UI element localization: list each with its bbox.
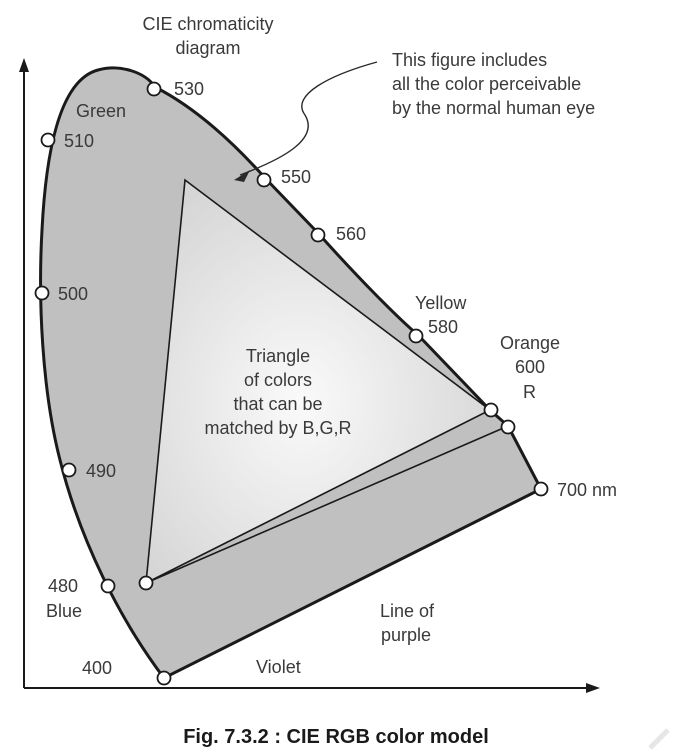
label-violet: Violet: [256, 657, 301, 677]
label-510: 510: [64, 131, 94, 151]
marker-500: [34, 285, 50, 301]
marker-r: [500, 419, 516, 435]
figure-caption: Fig. 7.3.2 : CIE RGB color model: [183, 726, 489, 748]
marker-480: [100, 578, 116, 594]
rgb-triangle: [145, 178, 492, 585]
marker-400: [156, 670, 172, 686]
note-line2: all the color perceivable: [392, 74, 581, 94]
r-to-b-edge: [145, 425, 509, 584]
marker-blue-vertex: [138, 575, 154, 591]
watermark-mark: [648, 728, 670, 750]
label-530: 530: [174, 79, 204, 99]
note-line3: by the normal human eye: [392, 98, 595, 118]
marker-580: [408, 328, 424, 344]
label-line-of-purple-1: Line of: [380, 601, 435, 621]
marker-550: [256, 172, 272, 188]
marker-700: [533, 481, 549, 497]
triangle-text-line2: of colors: [244, 370, 312, 390]
triangle-text-line3: that can be: [233, 394, 322, 414]
wavelength-markers: [34, 81, 549, 686]
triangle-text-line4: matched by B,G,R: [204, 418, 351, 438]
label-580: 580: [428, 317, 458, 337]
triangle-text-line1: Triangle: [246, 346, 310, 366]
label-orange: Orange: [500, 333, 560, 353]
x-axis-arrow-icon: [586, 683, 600, 693]
label-560: 560: [336, 224, 366, 244]
label-480: 480: [48, 576, 78, 596]
label-500: 500: [58, 284, 88, 304]
label-550: 550: [281, 167, 311, 187]
label-600: 600: [515, 357, 545, 377]
axes: [19, 58, 600, 693]
marker-490: [61, 462, 77, 478]
note-line1: This figure includes: [392, 50, 547, 70]
diagram-title-line1: CIE chromaticity: [142, 14, 273, 34]
label-400: 400: [82, 658, 112, 678]
label-700: 700 nm: [557, 480, 617, 500]
label-line-of-purple-2: purple: [381, 625, 431, 645]
diagram-title-line2: diagram: [175, 38, 240, 58]
marker-510: [40, 132, 56, 148]
label-r: R: [523, 382, 536, 402]
y-axis-arrow-icon: [19, 58, 29, 72]
marker-530: [146, 81, 162, 97]
annotation-pointer: [239, 61, 378, 176]
label-green: Green: [76, 101, 126, 121]
marker-600: [483, 402, 499, 418]
label-blue: Blue: [46, 601, 82, 621]
marker-560: [310, 227, 326, 243]
label-490: 490: [86, 461, 116, 481]
label-yellow: Yellow: [415, 293, 467, 313]
pointer-arrow-icon: [234, 170, 250, 182]
